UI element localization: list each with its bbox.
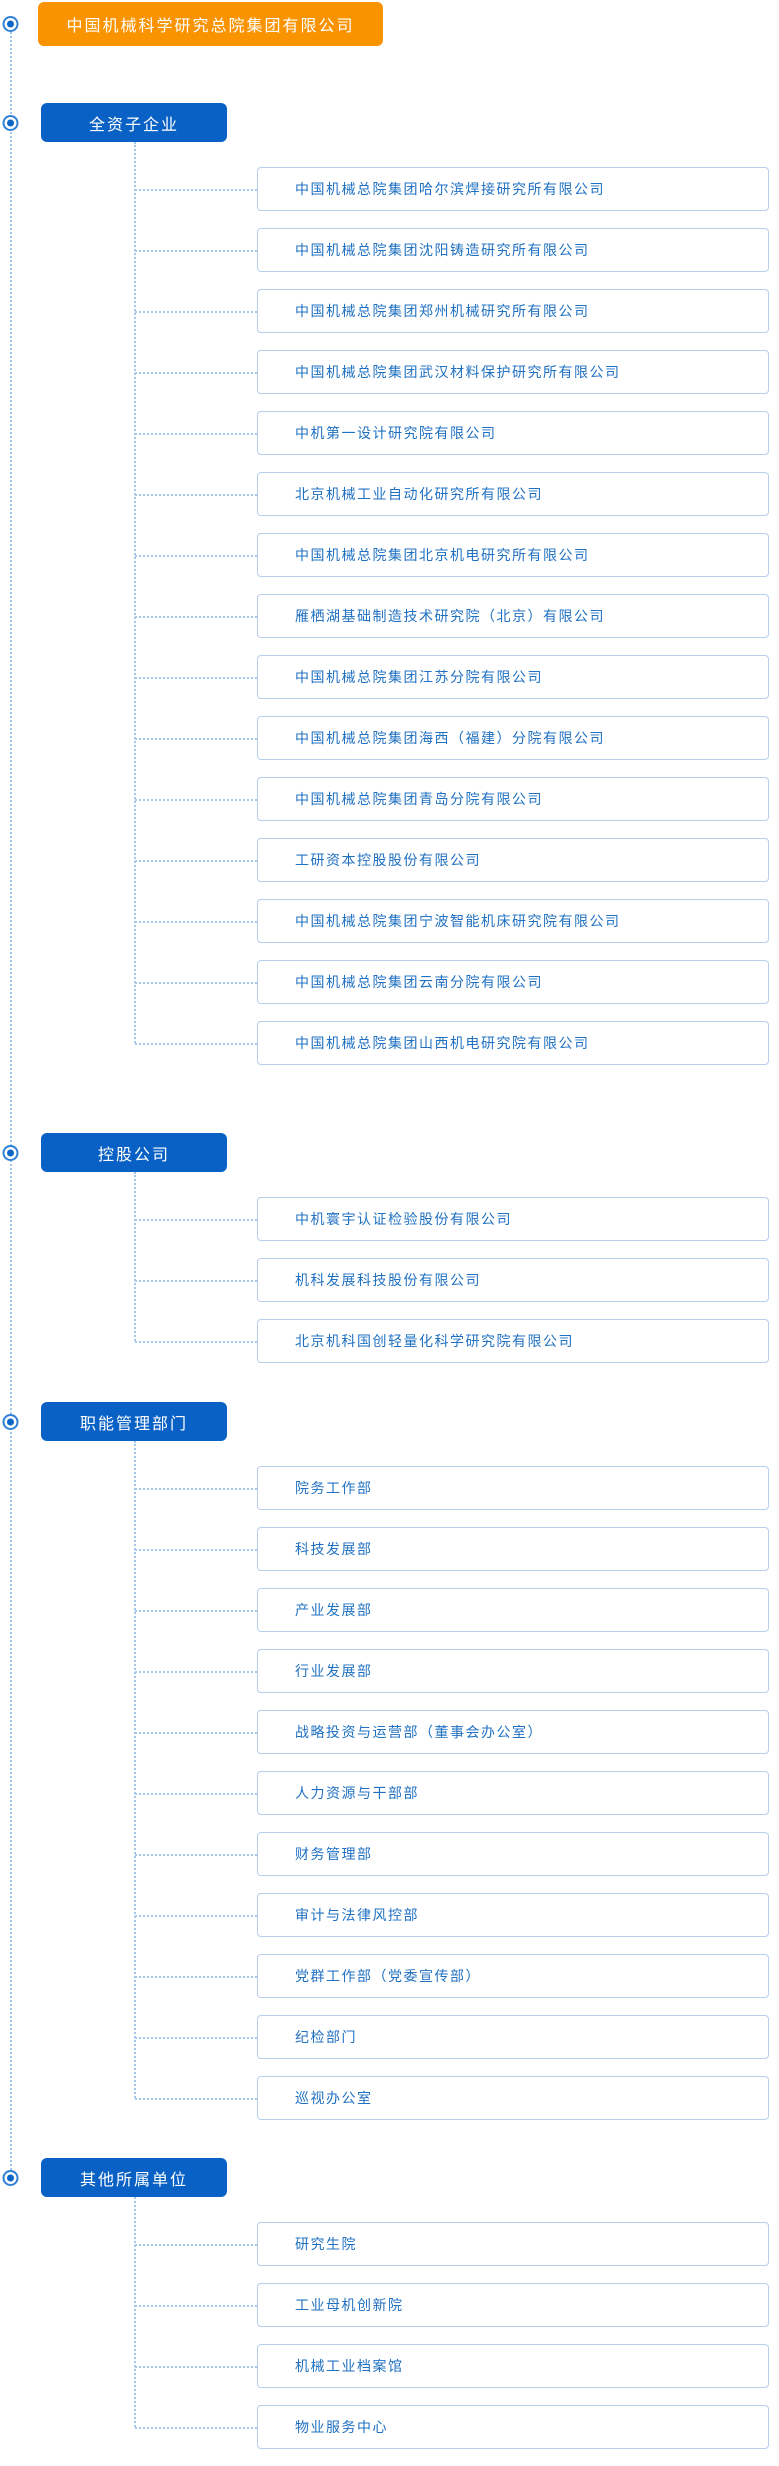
org-item-label: 北京机科国创轻量化科学研究院有限公司 <box>295 1333 574 1349</box>
org-item-label: 中国机械总院集团郑州机械研究所有限公司 <box>295 303 590 319</box>
org-item-label: 财务管理部 <box>295 1846 373 1862</box>
org-item-label: 中国机械总院集团海西（福建）分院有限公司 <box>295 730 605 746</box>
org-section: 职能管理部门 院务工作部 科技发展部 产业发展部 行业发展部 战略投资与运营部（… <box>0 1402 779 2120</box>
org-sections: 全资子企业 中国机械总院集团哈尔滨焊接研究所有限公司 中国机械总院集团沈阳铸造研… <box>0 103 779 2449</box>
radio-bullet-icon[interactable] <box>7 20 14 28</box>
org-item-label: 人力资源与干部部 <box>295 1785 419 1801</box>
org-item-label: 中国机械总院集团云南分院有限公司 <box>295 974 543 990</box>
org-item-label: 北京机械工业自动化研究所有限公司 <box>295 486 543 502</box>
section-node[interactable]: 其他所属单位 <box>7 2158 227 2197</box>
org-item-node[interactable]: 中国机械总院集团武汉材料保护研究所有限公司 <box>135 350 769 394</box>
org-item-node[interactable]: 中国机械总院集团江苏分院有限公司 <box>135 655 769 699</box>
radio-bullet-icon[interactable] <box>7 2174 14 2181</box>
section-items: 中机寰宇认证检验股份有限公司 机科发展科技股份有限公司 北京机科国创轻量化科学研… <box>134 1172 769 1363</box>
org-item-node[interactable]: 行业发展部 <box>135 1649 769 1693</box>
org-item-node[interactable]: 院务工作部 <box>135 1466 769 1510</box>
org-section: 其他所属单位 研究生院 工业母机创新院 机械工业档案馆 物业服务中心 <box>0 2158 779 2449</box>
org-item-label: 中国机械总院集团哈尔滨焊接研究所有限公司 <box>295 181 605 197</box>
section-node-label: 其他所属单位 <box>79 2171 188 2189</box>
org-item-node[interactable]: 财务管理部 <box>135 1832 769 1876</box>
org-item-node[interactable]: 中机第一设计研究院有限公司 <box>135 411 769 455</box>
root-node[interactable]: 中国机械科学研究总院集团有限公司 <box>7 2 383 46</box>
section-node[interactable]: 控股公司 <box>7 1133 227 1172</box>
org-item-node[interactable]: 雁栖湖基础制造技术研究院（北京）有限公司 <box>135 594 769 638</box>
org-item-node[interactable]: 研究生院 <box>135 2222 769 2266</box>
org-item-node[interactable]: 中国机械总院集团山西机电研究院有限公司 <box>135 1021 769 1065</box>
radio-bullet-icon[interactable] <box>7 119 14 126</box>
org-item-node[interactable]: 中国机械总院集团青岛分院有限公司 <box>135 777 769 821</box>
org-item-node[interactable]: 工研资本控股股份有限公司 <box>135 838 769 882</box>
section-node-label: 全资子企业 <box>88 116 179 134</box>
org-item-label: 审计与法律风控部 <box>295 1907 419 1923</box>
org-section: 控股公司 中机寰宇认证检验股份有限公司 机科发展科技股份有限公司 北京机科国创轻… <box>0 1133 779 1363</box>
org-item-node[interactable]: 产业发展部 <box>135 1588 769 1632</box>
org-item-label: 工研资本控股股份有限公司 <box>295 852 481 868</box>
org-item-label: 研究生院 <box>295 2236 357 2252</box>
org-item-node[interactable]: 北京机械工业自动化研究所有限公司 <box>135 472 769 516</box>
section-node-label: 职能管理部门 <box>79 1415 188 1433</box>
org-item-label: 纪检部门 <box>295 2029 357 2045</box>
org-item-node[interactable]: 中国机械总院集团郑州机械研究所有限公司 <box>135 289 769 333</box>
org-item-node[interactable]: 纪检部门 <box>135 2015 769 2059</box>
org-item-node[interactable]: 巡视办公室 <box>135 2076 769 2120</box>
org-item-node[interactable]: 党群工作部（党委宣传部） <box>135 1954 769 1998</box>
org-item-node[interactable]: 工业母机创新院 <box>135 2283 769 2327</box>
org-item-node[interactable]: 机科发展科技股份有限公司 <box>135 1258 769 1302</box>
org-item-label: 中机寰宇认证检验股份有限公司 <box>295 1211 512 1227</box>
section-items: 研究生院 工业母机创新院 机械工业档案馆 物业服务中心 <box>134 2197 769 2449</box>
org-item-label: 产业发展部 <box>295 1602 373 1618</box>
org-item-node[interactable]: 中国机械总院集团北京机电研究所有限公司 <box>135 533 769 577</box>
org-item-label: 工业母机创新院 <box>295 2297 404 2313</box>
org-item-node[interactable]: 物业服务中心 <box>135 2405 769 2449</box>
org-item-label: 行业发展部 <box>295 1663 373 1679</box>
org-item-node[interactable]: 中国机械总院集团宁波智能机床研究院有限公司 <box>135 899 769 943</box>
org-item-node[interactable]: 中国机械总院集团海西（福建）分院有限公司 <box>135 716 769 760</box>
org-item-node[interactable]: 机械工业档案馆 <box>135 2344 769 2388</box>
org-item-label: 中国机械总院集团江苏分院有限公司 <box>295 669 543 685</box>
org-item-label: 中国机械总院集团宁波智能机床研究院有限公司 <box>295 913 621 929</box>
org-item-label: 中国机械总院集团青岛分院有限公司 <box>295 791 543 807</box>
radio-bullet-icon[interactable] <box>7 1149 14 1156</box>
org-item-label: 机械工业档案馆 <box>295 2358 404 2374</box>
org-item-node[interactable]: 人力资源与干部部 <box>135 1771 769 1815</box>
section-node[interactable]: 职能管理部门 <box>7 1402 227 1441</box>
section-node-label: 控股公司 <box>97 1146 170 1164</box>
org-item-label: 雁栖湖基础制造技术研究院（北京）有限公司 <box>295 608 605 624</box>
org-item-label: 战略投资与运营部（董事会办公室） <box>295 1724 543 1740</box>
org-item-node[interactable]: 中机寰宇认证检验股份有限公司 <box>135 1197 769 1241</box>
section-items: 中国机械总院集团哈尔滨焊接研究所有限公司 中国机械总院集团沈阳铸造研究所有限公司… <box>134 142 769 1065</box>
org-item-label: 中国机械总院集团山西机电研究院有限公司 <box>295 1035 590 1051</box>
org-item-label: 中国机械总院集团北京机电研究所有限公司 <box>295 547 590 563</box>
org-item-node[interactable]: 审计与法律风控部 <box>135 1893 769 1937</box>
org-item-label: 院务工作部 <box>295 1480 373 1496</box>
org-item-label: 机科发展科技股份有限公司 <box>295 1272 481 1288</box>
rail-dotted-line <box>10 24 12 2178</box>
org-item-node[interactable]: 科技发展部 <box>135 1527 769 1571</box>
org-item-node[interactable]: 中国机械总院集团沈阳铸造研究所有限公司 <box>135 228 769 272</box>
section-node[interactable]: 全资子企业 <box>7 103 227 142</box>
section-items: 院务工作部 科技发展部 产业发展部 行业发展部 战略投资与运营部（董事会办公室）… <box>134 1441 769 2120</box>
org-item-label: 巡视办公室 <box>295 2090 373 2106</box>
org-item-label: 中机第一设计研究院有限公司 <box>295 425 497 441</box>
org-item-node[interactable]: 中国机械总院集团云南分院有限公司 <box>135 960 769 1004</box>
radio-bullet-icon[interactable] <box>7 1418 14 1425</box>
org-item-label: 物业服务中心 <box>295 2419 388 2435</box>
org-item-node[interactable]: 中国机械总院集团哈尔滨焊接研究所有限公司 <box>135 167 769 211</box>
org-item-label: 中国机械总院集团武汉材料保护研究所有限公司 <box>295 364 621 380</box>
org-section: 全资子企业 中国机械总院集团哈尔滨焊接研究所有限公司 中国机械总院集团沈阳铸造研… <box>0 103 779 1065</box>
org-item-label: 中国机械总院集团沈阳铸造研究所有限公司 <box>295 242 590 258</box>
root-node-label: 中国机械科学研究总院集团有限公司 <box>66 18 355 35</box>
org-item-node[interactable]: 战略投资与运营部（董事会办公室） <box>135 1710 769 1754</box>
org-item-label: 科技发展部 <box>295 1541 373 1557</box>
org-item-node[interactable]: 北京机科国创轻量化科学研究院有限公司 <box>135 1319 769 1363</box>
org-item-label: 党群工作部（党委宣传部） <box>295 1968 481 1984</box>
